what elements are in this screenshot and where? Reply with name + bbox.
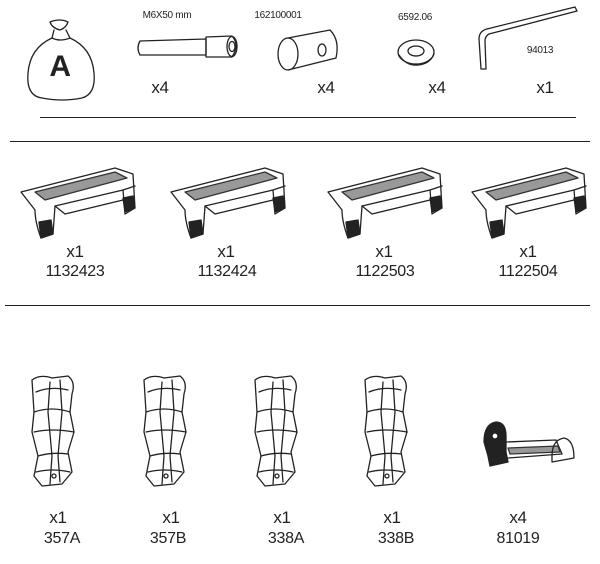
bracket-icon <box>20 167 136 239</box>
part-code: 1122504 <box>498 263 558 280</box>
part-code: 6592.06 <box>397 12 433 23</box>
part-code: 81019 <box>496 530 540 547</box>
part-code: 1132423 <box>45 263 105 280</box>
bag-label: A <box>49 50 71 83</box>
cradle-icon <box>483 421 575 467</box>
parts-bag-icon <box>27 19 95 101</box>
part-code: 162100001 <box>254 10 302 21</box>
bolt-icon <box>137 35 238 58</box>
washer-icon <box>397 39 435 66</box>
foot-icon <box>31 375 75 487</box>
part-qty: x4 <box>317 78 335 97</box>
part-qty: x4 <box>428 78 446 97</box>
part-code: 338B <box>377 530 415 547</box>
part-code: 338A <box>267 530 305 547</box>
barrel-nut-icon <box>277 29 338 71</box>
divider <box>10 141 590 142</box>
part-code: 357B <box>149 530 187 547</box>
part-qty: x1 <box>217 242 235 261</box>
part-code: 1132424 <box>197 263 257 280</box>
part-qty: x4 <box>509 508 527 527</box>
part-code: 1122503 <box>355 263 415 280</box>
part-code: M6X50 mm <box>142 10 192 21</box>
bracket-icon <box>170 167 286 239</box>
part-qty: x1 <box>375 242 393 261</box>
hex-key-icon <box>478 6 578 70</box>
divider <box>40 117 576 118</box>
part-qty: x4 <box>151 78 169 97</box>
part-qty: x1 <box>66 242 84 261</box>
bracket-icon <box>327 167 443 239</box>
part-code: 357A <box>43 530 81 547</box>
part-qty: x1 <box>162 508 180 527</box>
bracket-icon <box>471 167 587 239</box>
foot-icon <box>254 375 298 487</box>
divider <box>5 305 590 306</box>
part-qty: x1 <box>519 242 537 261</box>
foot-icon <box>364 375 408 487</box>
part-code: 94013 <box>526 45 554 56</box>
part-qty: x1 <box>536 78 554 97</box>
part-qty: x1 <box>49 508 67 527</box>
part-qty: x1 <box>383 508 401 527</box>
foot-icon <box>143 375 187 487</box>
part-qty: x1 <box>273 508 291 527</box>
